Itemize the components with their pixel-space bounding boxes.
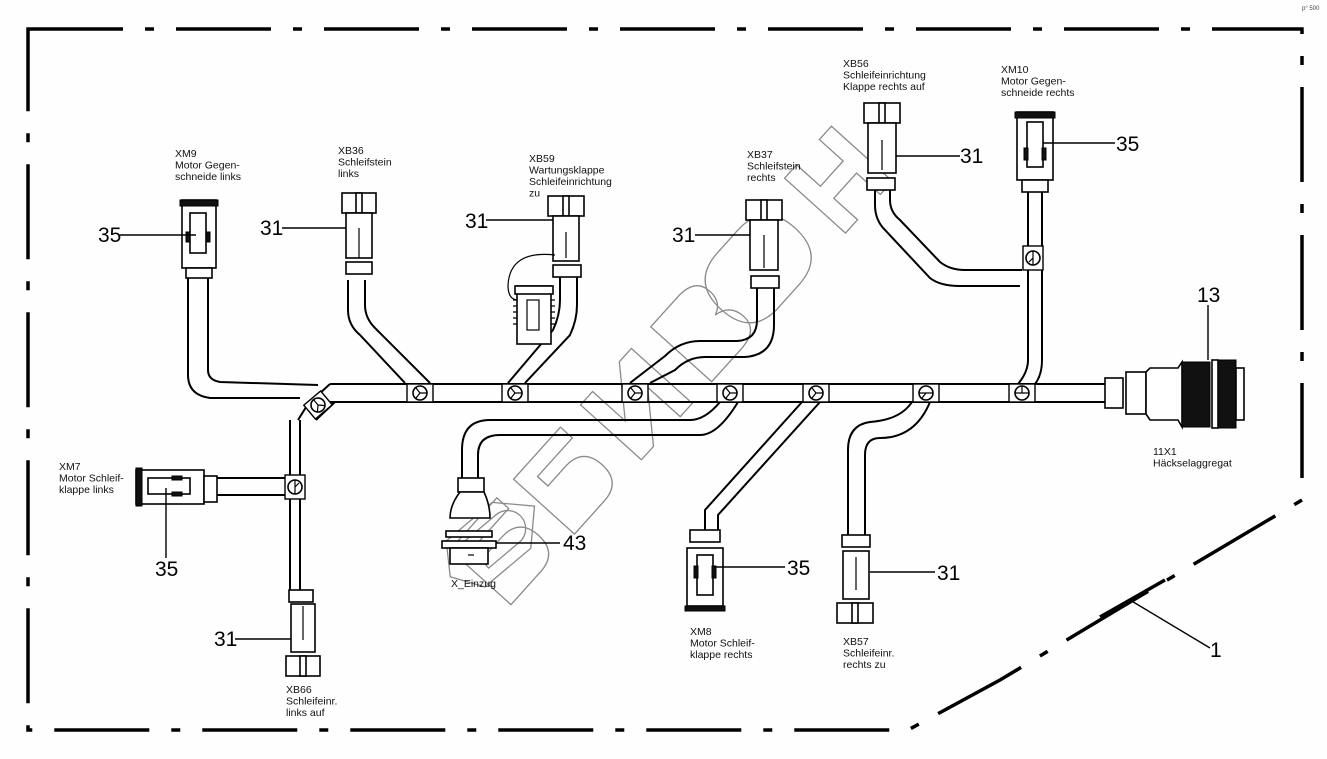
connector-description: Schleifstein <box>338 157 392 169</box>
connector-id: XM10 <box>1001 64 1029 76</box>
connector-description: Motor Gegen- <box>175 160 240 172</box>
connector-description: rechts zu <box>843 659 886 671</box>
branch-left-vertical <box>289 420 301 590</box>
branch-x-einzug <box>461 401 739 478</box>
callout-xb66: 31 <box>214 628 237 651</box>
branch-xm9 <box>187 275 319 399</box>
callout-xm8: 35 <box>787 557 810 580</box>
connector-id: XM9 <box>175 148 197 160</box>
callout-xb57: 31 <box>937 562 960 585</box>
connector-xb57[interactable] <box>836 534 874 624</box>
callout-xm10: 35 <box>1116 133 1139 156</box>
connector-id: XM8 <box>690 626 712 638</box>
callout-11x1: 13 <box>1197 284 1220 307</box>
connector-id: 11X1 <box>1153 446 1177 458</box>
connector-description: zu <box>529 188 540 200</box>
connector-xm8[interactable] <box>684 529 726 612</box>
connector-xb66[interactable] <box>285 589 321 677</box>
connector-id: XB57 <box>843 636 869 648</box>
connector-id: XB56 <box>843 58 869 70</box>
connector-xb59[interactable] <box>507 195 585 345</box>
label-x-einzug: X_Einzug <box>451 578 496 590</box>
callout-x-einzug: 43 <box>563 532 586 555</box>
connector-description: Schleifstein <box>747 161 801 173</box>
connector-description: schneide rechts <box>1001 87 1075 99</box>
connector-description: Klappe rechts auf <box>843 81 925 93</box>
branch-xb59 <box>507 275 578 384</box>
connector-description: rechts <box>747 172 776 184</box>
harness-clips <box>284 245 1044 500</box>
connector-description: Schleifeinr. <box>843 648 894 660</box>
branch-xm8 <box>704 401 821 530</box>
connector-description: Motor Schleif- <box>59 473 124 485</box>
connector-description: Schleifeinrichtung <box>529 176 612 188</box>
connector-description: Häckselaggregat <box>1153 458 1232 470</box>
connector-description: links <box>338 168 359 180</box>
connector-id: XM7 <box>59 461 81 473</box>
connector-xm7[interactable] <box>135 467 218 507</box>
connector-id: XB37 <box>747 149 773 161</box>
connector-description: Wartungsklappe <box>529 165 605 177</box>
branch-xb37 <box>629 288 775 384</box>
callout-xb37: 31 <box>672 224 695 247</box>
connector-xb56[interactable] <box>863 102 901 191</box>
connector-description: klappe links <box>59 484 114 496</box>
connector-xb37[interactable] <box>745 199 783 289</box>
connector-xm9[interactable] <box>179 199 219 279</box>
sheet-corner-code: p° 500 <box>1302 6 1320 12</box>
branch-xm10 <box>1017 190 1043 385</box>
branch-xb56 <box>874 190 1022 287</box>
callout-xb36: 31 <box>260 217 283 240</box>
connector-description: links auf <box>286 707 325 719</box>
branch-xb36 <box>347 280 431 384</box>
connector-description: schneide links <box>175 171 241 183</box>
assembly-boundary-frame <box>26 27 1304 732</box>
watermark <box>449 125 894 606</box>
connector-description: Motor Schleif- <box>690 638 755 650</box>
connector-description: Schleifeinr. <box>286 696 337 708</box>
branch-xm7 <box>217 477 290 496</box>
connector-id: XB66 <box>286 684 312 696</box>
callout-xb59: 31 <box>465 210 488 233</box>
connector-description: Schleifeinrichtung <box>843 70 926 82</box>
watermark-logo-icon <box>445 501 536 588</box>
connector-id: XB36 <box>338 145 364 157</box>
callout-xm7: 35 <box>155 558 178 581</box>
connector-11x1[interactable] <box>1104 359 1245 431</box>
connector-description: Motor Gegen- <box>1001 76 1066 88</box>
callout-xb56: 31 <box>960 145 983 168</box>
connector-xb36[interactable] <box>341 192 377 275</box>
branch-xb57 <box>847 401 931 535</box>
leader-lines <box>120 142 1211 649</box>
connector-description: klappe rechts <box>690 649 752 661</box>
callout-xm9: 35 <box>98 224 121 247</box>
connector-id: XB59 <box>529 153 555 165</box>
callout-assembly: 1 <box>1210 639 1222 662</box>
connector-id: X_Einzug <box>451 578 496 590</box>
trunk-to-11x1 <box>1040 383 1105 403</box>
connector-x-einzug[interactable] <box>441 477 497 565</box>
connector-xm10[interactable] <box>1014 111 1056 193</box>
